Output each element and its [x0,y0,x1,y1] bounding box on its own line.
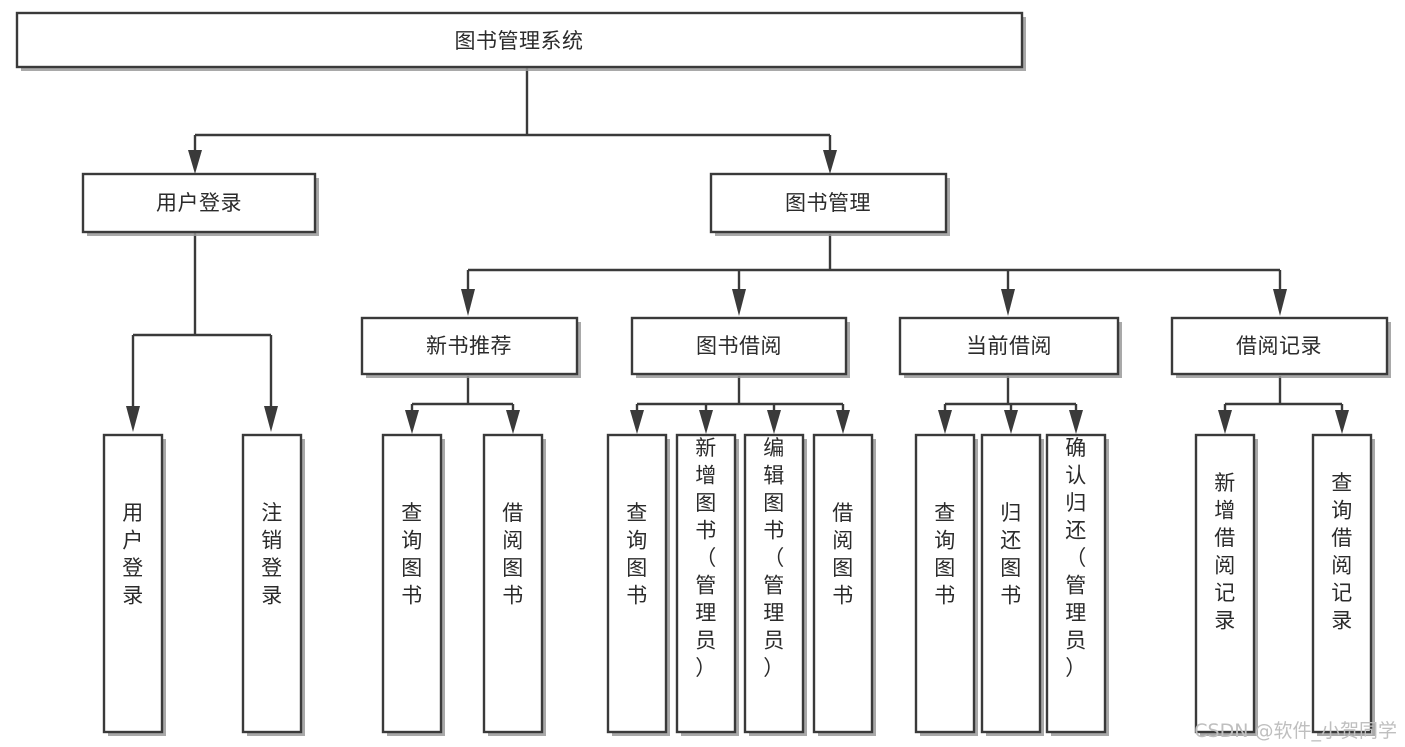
node-leaf-add-book-box[interactable] [675,433,737,734]
node-leaf-borrow-book-2[interactable]: 借阅图书 [812,433,876,736]
arrow-head-leaf-add-book [699,410,713,434]
arrow-head-borrow-record [1273,289,1287,316]
node-leaf-query-book-3-box[interactable] [914,433,976,734]
node-current-borrow[interactable]: 当前借阅 [898,316,1122,378]
csdn-watermark: CSDN @软件_小贺同学 [1194,720,1397,742]
node-current-borrow-box[interactable] [898,316,1120,376]
node-leaf-edit-book-label: 编辑图书（管理员） [763,436,785,680]
node-borrow-record[interactable]: 借阅记录 [1170,316,1391,378]
node-leaf-query-record[interactable]: 查询借阅记录 [1311,433,1375,736]
arrow-head-leaf-return-book [1004,410,1018,434]
node-leaf-edit-book[interactable]: 编辑图书（管理员） [743,433,807,736]
node-leaf-query-record-box[interactable] [1311,433,1373,734]
node-book-manage[interactable]: 图书管理 [709,172,950,236]
arrow-head-leaf-user-login [126,406,140,432]
node-book-borrow-box[interactable] [630,316,848,376]
arrow-head-leaf-borrow-book-2 [836,410,850,434]
node-leaf-query-book-3-label: 查询图书 [934,501,956,608]
arrow-head-current-borrow [1001,289,1015,316]
node-borrow-record-box[interactable] [1170,316,1389,376]
arrow-head-leaf-query-record [1335,410,1349,434]
node-root[interactable]: 图书管理系统 [15,11,1026,71]
node-leaf-user-login-box[interactable] [102,433,164,734]
node-book-manage-box[interactable] [709,172,948,234]
node-book-borrow-label: 图书借阅 [696,334,782,358]
node-book-manage-label: 图书管理 [785,191,871,215]
arrow-head-leaf-query-book-3 [938,410,952,434]
node-leaf-edit-book-box[interactable] [743,433,805,734]
node-leaf-query-book-1-box[interactable] [381,433,443,734]
node-leaf-confirm-return-box[interactable] [1045,433,1107,734]
node-leaf-query-book-1[interactable]: 查询图书 [381,433,445,736]
node-leaf-borrow-book-1-box[interactable] [482,433,544,734]
node-leaf-return-book-box[interactable] [980,433,1042,734]
node-leaf-confirm-return-label: 确认归还（管理员） [1065,436,1087,680]
node-leaf-user-logout-label: 注销登录 [261,501,283,608]
node-leaf-add-book[interactable]: 新增图书（管理员） [675,433,739,736]
node-new-book-recommend[interactable]: 新书推荐 [360,316,581,378]
node-leaf-return-book-label: 归还图书 [1000,501,1022,608]
arrow-head-leaf-query-book-2 [630,410,644,434]
node-new-book-recommend-box[interactable] [360,316,579,376]
arrow-head-leaf-user-logout [264,406,278,432]
node-leaf-add-book-label: 新增图书（管理员） [695,436,717,680]
arrow-head-user-login [188,150,202,174]
node-leaf-add-record-label: 新增借阅记录 [1214,471,1236,633]
node-leaf-borrow-book-2-label: 借阅图书 [832,501,854,608]
node-leaf-return-book[interactable]: 归还图书 [980,433,1044,736]
node-new-book-recommend-label: 新书推荐 [426,334,512,358]
node-borrow-record-label: 借阅记录 [1236,334,1322,358]
node-leaf-confirm-return[interactable]: 确认归还（管理员） [1045,433,1109,736]
node-leaf-add-record[interactable]: 新增借阅记录 [1194,433,1258,736]
node-leaf-query-book-1-label: 查询图书 [401,501,423,608]
arrow-head-leaf-add-record [1218,410,1232,434]
node-user-login-box[interactable] [81,172,317,234]
node-book-borrow[interactable]: 图书借阅 [630,316,850,378]
node-root-label: 图书管理系统 [455,29,584,53]
arrow-head-new-book-recommend [461,289,475,316]
node-leaf-borrow-book-1-label: 借阅图书 [502,501,524,608]
node-leaf-user-logout-box[interactable] [241,433,303,734]
node-leaf-query-book-2[interactable]: 查询图书 [606,433,670,736]
node-leaf-borrow-book-1[interactable]: 借阅图书 [482,433,546,736]
node-leaf-user-logout[interactable]: 注销登录 [241,433,305,736]
connector-layer [126,68,1349,434]
arrow-head-leaf-edit-book [767,410,781,434]
arrow-head-book-manage [823,150,837,174]
node-leaf-query-book-3[interactable]: 查询图书 [914,433,978,736]
node-leaf-query-book-2-label: 查询图书 [626,501,648,608]
node-leaf-borrow-book-2-box[interactable] [812,433,874,734]
node-leaf-user-login-label: 用户登录 [122,501,144,608]
node-leaf-query-record-label: 查询借阅记录 [1331,471,1353,633]
node-user-login[interactable]: 用户登录 [81,172,319,236]
arrow-head-leaf-query-book-1 [405,410,419,434]
node-current-borrow-label: 当前借阅 [966,334,1052,358]
node-leaf-query-book-2-box[interactable] [606,433,668,734]
arrow-head-leaf-confirm-return [1069,410,1083,434]
arrow-head-leaf-borrow-book-1 [506,410,520,434]
node-root-box[interactable] [15,11,1024,69]
arrow-head-book-borrow [732,289,746,316]
node-leaf-user-login[interactable]: 用户登录 [102,433,166,736]
node-user-login-label: 用户登录 [156,191,242,215]
node-leaf-add-record-box[interactable] [1194,433,1256,734]
